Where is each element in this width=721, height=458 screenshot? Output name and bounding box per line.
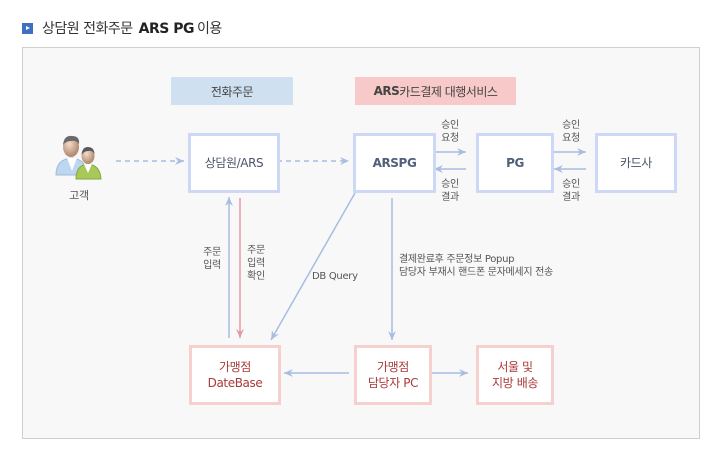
label-line: 결제완료후 주문정보 Popup: [399, 254, 515, 265]
label-line: 승인: [441, 179, 459, 190]
node-agent-ars: 상담원/ARS: [188, 133, 280, 193]
customer-label: 고객: [69, 189, 89, 202]
label-approval-result-1: 승인 결과: [434, 178, 466, 204]
node-card-company: 카드사: [595, 133, 677, 193]
label-line: 입력: [203, 260, 221, 271]
node-merchant-db: 가맹점 DateBase: [189, 345, 281, 405]
title-bold: ARS PG: [138, 21, 195, 37]
label-line: 주문: [203, 247, 221, 258]
node-delivery-line2: 지방 배송: [492, 376, 538, 390]
node-delivery-line1: 서울 및: [497, 360, 533, 374]
label-line: 승인: [562, 179, 580, 190]
users-icon: [55, 135, 102, 180]
node-delivery: 서울 및 지방 배송: [476, 345, 554, 405]
label-line: 확인: [247, 271, 265, 282]
node-arspg: ARSPG: [353, 133, 436, 193]
label-line: 결과: [562, 192, 580, 203]
node-pg: PG: [476, 133, 554, 193]
label-approval-request-2: 승인 요청: [555, 119, 587, 145]
node-merchant-pc-line2: 담당자 PC: [367, 376, 419, 390]
node-pg-label: PG: [506, 156, 524, 170]
label-order-input-confirm: 주문 입력 확인: [242, 244, 270, 283]
label-line: 승인: [562, 120, 580, 131]
label-line: 입력: [247, 258, 265, 269]
label-db-query: DB Query: [312, 271, 358, 282]
title-prefix: 상담원 전화주문: [42, 21, 133, 37]
header-ars-rest: 카드결제 대행서비스: [399, 84, 498, 99]
label-approval-request-1: 승인 요청: [434, 119, 466, 145]
header-phone-order: 전화주문: [171, 77, 293, 105]
label-line: 요청: [562, 133, 580, 144]
arrow-arspg-to-db: [270, 192, 356, 341]
node-merchant-pc: 가맹점 담당자 PC: [354, 345, 432, 405]
label-line: 결과: [441, 192, 459, 203]
label-order-input: 주문 입력: [198, 246, 226, 272]
label-popup-note: 결제완료후 주문정보 Popup 담당자 부재시 핸드폰 문자메세지 전송: [399, 253, 589, 279]
node-arspg-label: ARSPG: [372, 156, 417, 170]
header-phone-order-label: 전화주문: [210, 84, 254, 99]
node-agent-ars-label: 상담원/ARS: [204, 156, 264, 170]
play-square-icon: [22, 22, 33, 34]
label-line: 요청: [441, 133, 459, 144]
node-merchant-pc-line1: 가맹점: [377, 360, 409, 374]
title-suffix: 이용: [196, 21, 222, 37]
label-line: 담당자 부재시 핸드폰 문자메세지 전송: [399, 267, 553, 278]
label-line: 주문: [247, 245, 265, 256]
node-merchant-db-line2: DateBase: [207, 376, 263, 390]
header-ars-bold: ARS: [373, 84, 400, 98]
node-card-company-label: 카드사: [620, 156, 652, 170]
label-line: 승인: [441, 120, 459, 131]
label-approval-result-2: 승인 결과: [555, 178, 587, 204]
node-merchant-db-line1: 가맹점: [219, 360, 251, 374]
